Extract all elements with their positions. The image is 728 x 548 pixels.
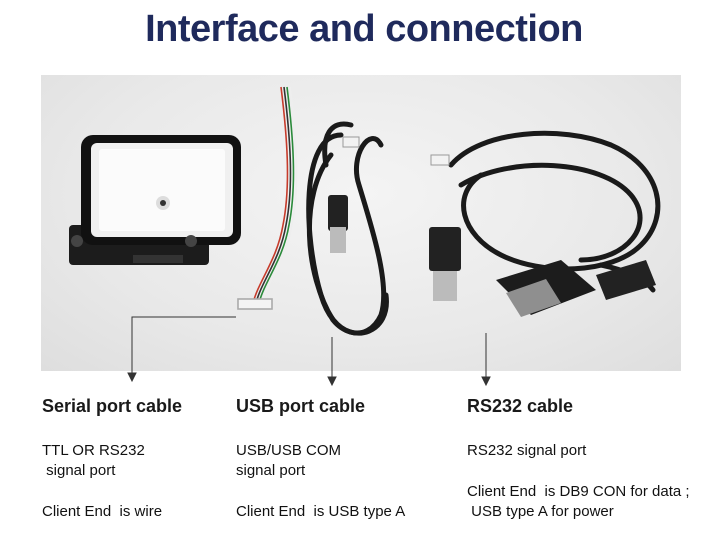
section-heading: Serial port cable <box>42 396 183 416</box>
section-client-end: Client End is wire <box>42 503 163 520</box>
product-photo <box>41 75 681 371</box>
section-desc-line: signal port <box>42 462 116 479</box>
scanner-module <box>69 135 241 265</box>
usb-cable <box>306 121 389 336</box>
serial-wires <box>237 86 298 310</box>
arrow-icon <box>127 372 137 383</box>
section-desc-line: TTL OR RS232 <box>42 442 145 459</box>
serial-port-section: Serial port cable TTL OR RS232 signal po… <box>42 396 182 522</box>
section-client-end: Client End is USB type A <box>236 503 406 520</box>
section-heading: RS232 cable <box>467 396 574 416</box>
section-desc-line: RS232 signal port <box>467 442 587 459</box>
usb-port-section: USB port cable USB/USB COM signal port C… <box>236 396 405 522</box>
section-desc-line: signal port <box>236 462 306 479</box>
section-desc-line: USB/USB COM <box>236 442 342 459</box>
arrow-icon <box>481 376 491 387</box>
rs232-cable <box>429 130 661 317</box>
section-heading: USB port cable <box>236 396 366 416</box>
rs232-section: RS232 cable RS232 signal port Client End… <box>467 396 690 522</box>
section-client-end: USB type A for power <box>467 503 614 520</box>
section-client-end: Client End is DB9 CON for data ; <box>467 483 690 500</box>
page-title: Interface and connection <box>145 8 583 50</box>
arrow-icon <box>327 376 337 387</box>
product-illustration <box>69 86 661 336</box>
